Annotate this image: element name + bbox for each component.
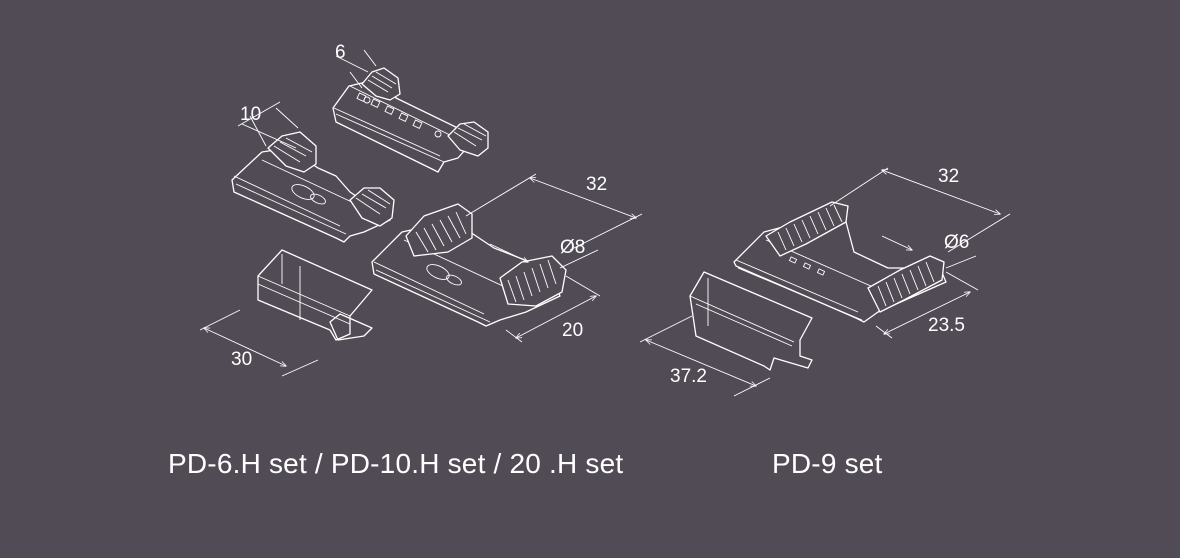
caption-pd9-set: PD-9 set <box>772 448 883 479</box>
connector-part <box>257 249 373 341</box>
dim-pd9-length: 32 <box>938 166 959 187</box>
dim-pd6-width: 6 <box>335 42 346 63</box>
dimension-lines <box>199 49 1011 397</box>
dim-pd9-diameter: Ø6 <box>944 232 969 253</box>
caption-pd-sets: PD-6.H set / PD-10.H set / 20 .H set <box>168 448 624 479</box>
dim-pd20-length: 32 <box>586 174 607 195</box>
pd20-part <box>371 203 567 327</box>
pd9-part <box>689 201 947 371</box>
dim-connector-length: 30 <box>231 349 252 370</box>
pd10-part <box>231 131 395 243</box>
dim-pd20-diameter: Ø8 <box>560 237 585 258</box>
dim-pd9-connector-length: 37.2 <box>670 366 707 387</box>
pd6-part <box>332 67 489 173</box>
dim-pd10-width: 10 <box>240 104 261 125</box>
dim-pd20-height: 20 <box>562 320 583 341</box>
dim-pd9-height: 23.5 <box>928 315 965 336</box>
